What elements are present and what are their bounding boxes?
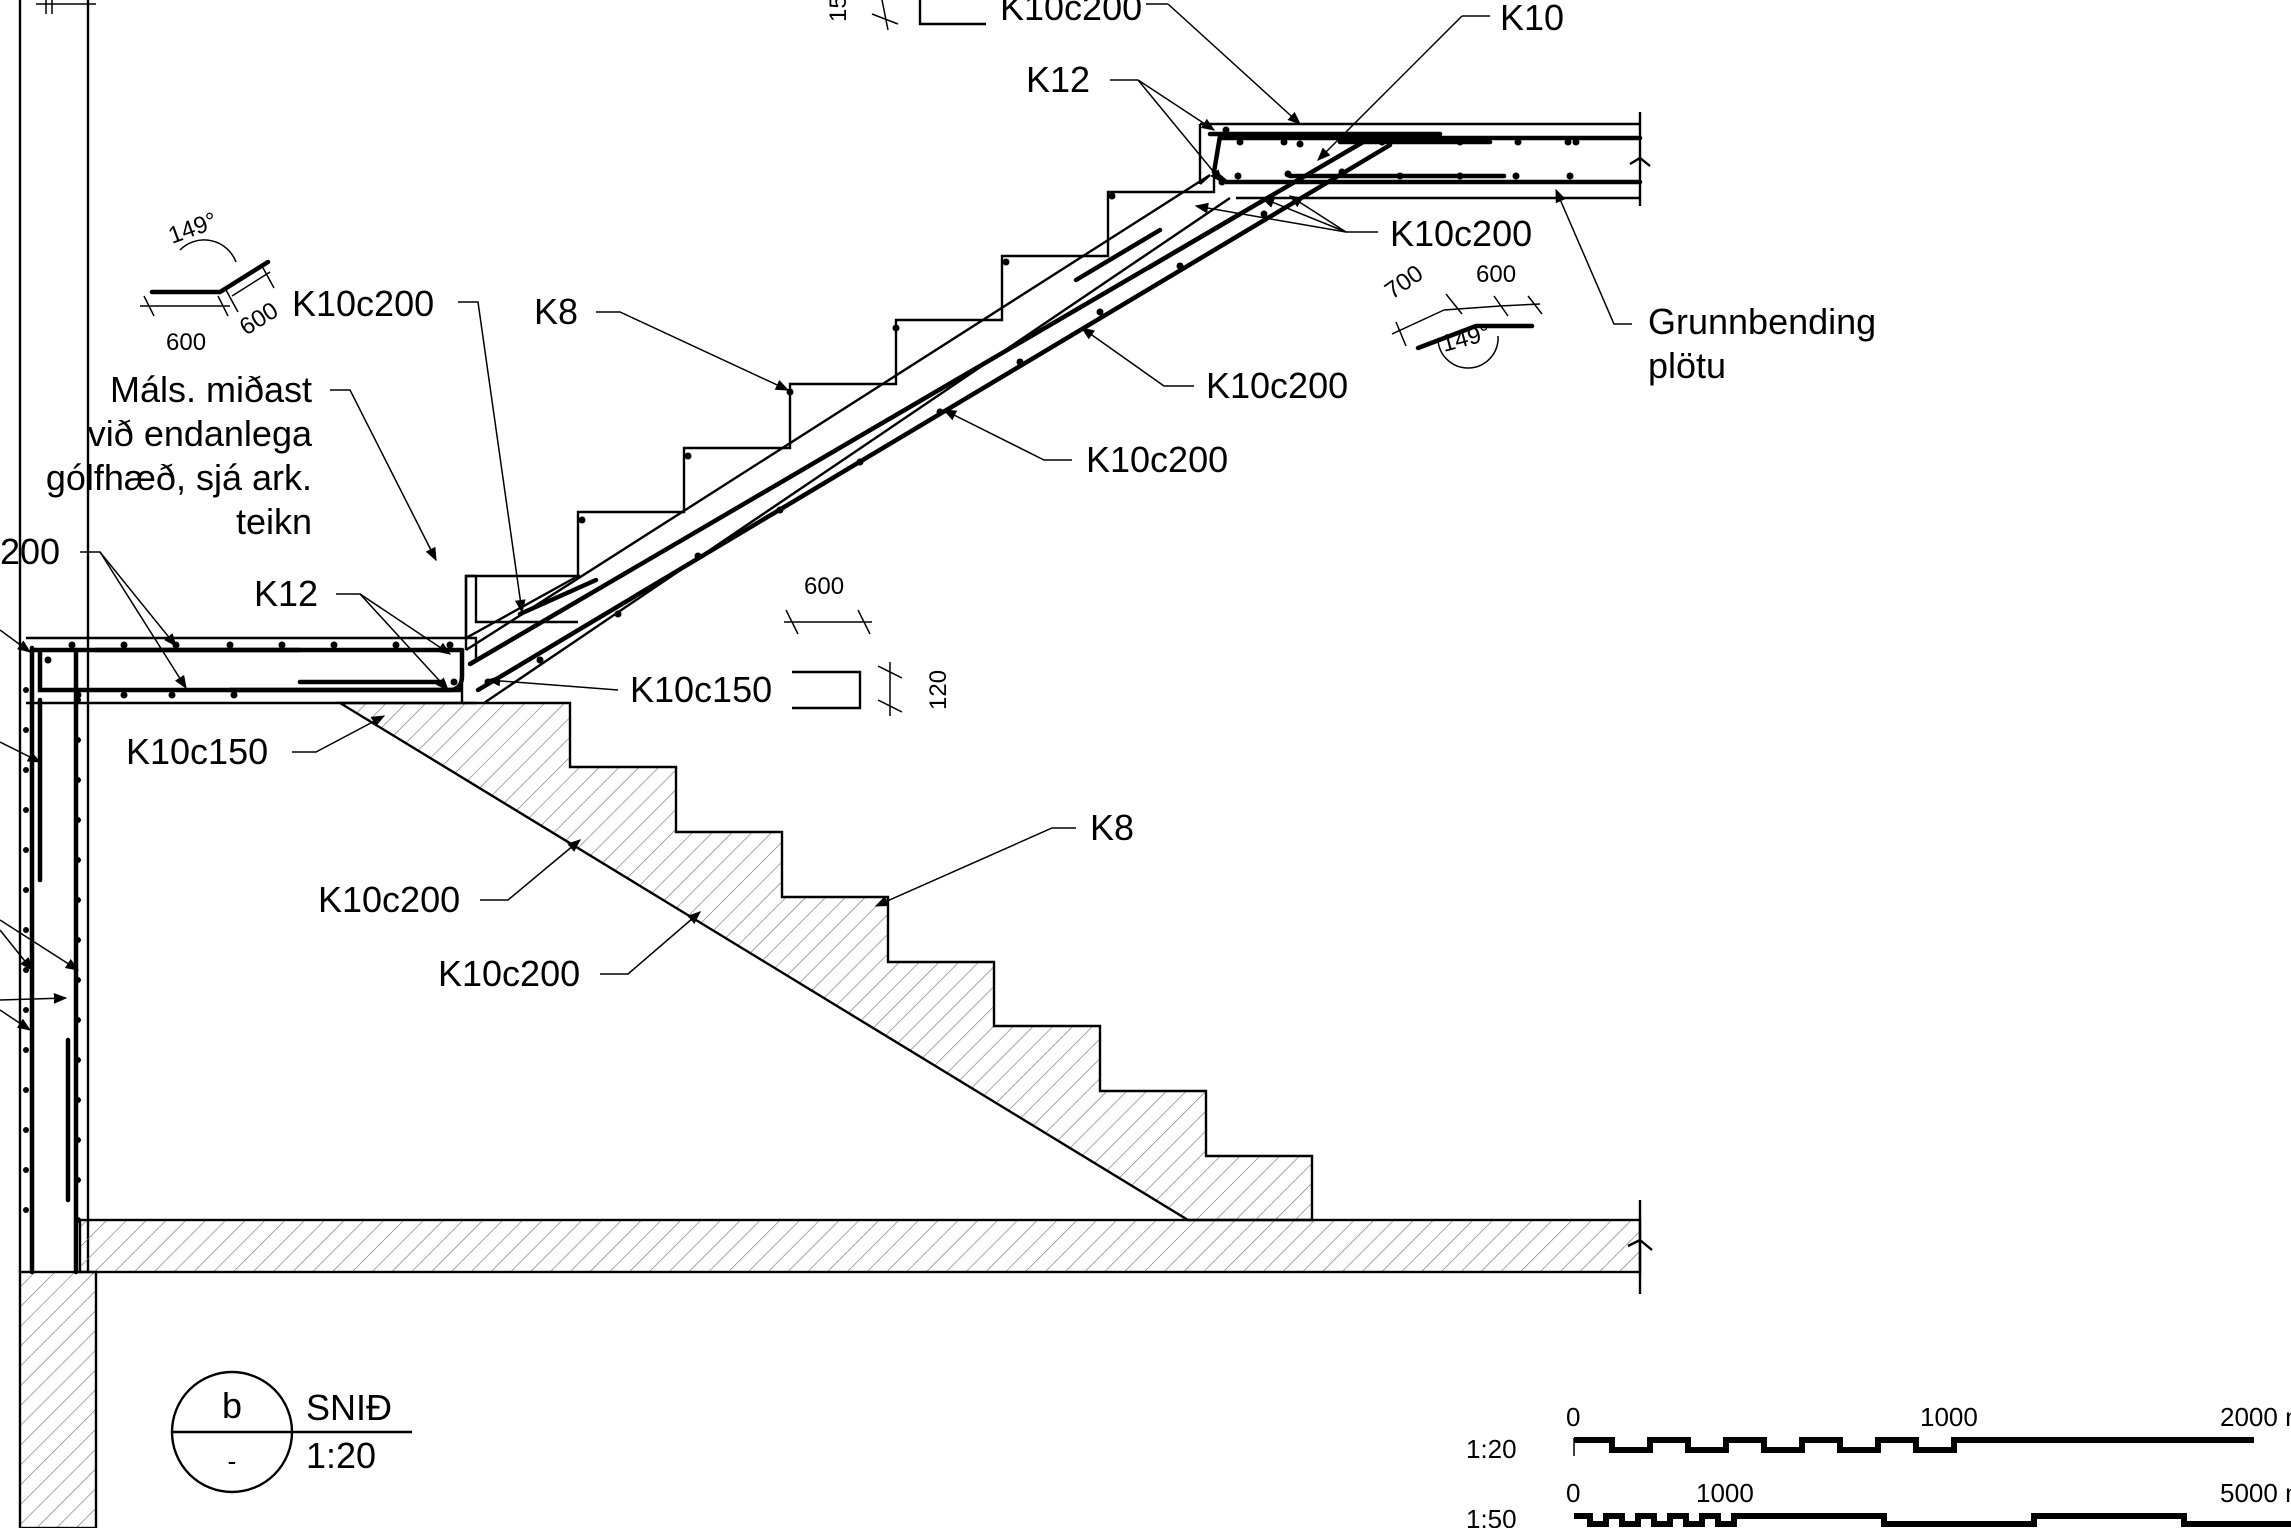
label-k8-lower: K8 <box>1090 807 1134 848</box>
scale-bar-1-20-label: 1:20 <box>1466 1434 1517 1464</box>
section-scale: 1:20 <box>306 1435 376 1476</box>
label-k10c200-top: K10c200 <box>1000 0 1142 28</box>
wall-foundation-hatch <box>18 1270 98 1528</box>
dim-top-15: 15 <box>825 0 852 22</box>
upper-stair-flight <box>464 135 1393 704</box>
scale-bar-1-20-tick-2000: 2000 m <box>2220 1402 2291 1432</box>
section-letter: b <box>222 1385 242 1426</box>
label-k10c200-flight-2: K10c200 <box>1086 439 1228 480</box>
bent-bar-detail-left: 149° 600 600 <box>140 207 283 356</box>
scale-bar-1-20-tick-1000: 1000 <box>1920 1402 1978 1432</box>
note-mals-line3: gólfhæð, sjá ark. <box>46 457 312 498</box>
lower-landing <box>26 636 492 705</box>
label-k10c200-flight-1: K10c200 <box>1206 365 1348 406</box>
section-sheet: - <box>228 1446 237 1476</box>
label-c200-partial: 200 <box>0 531 60 572</box>
label-k10c200-upper-landing: K10c200 <box>1390 213 1532 254</box>
upper-landing <box>1198 112 1651 206</box>
label-k10c150-mid: K10c150 <box>630 669 772 710</box>
label-k12-lower: K12 <box>254 573 318 614</box>
dim-left-angle: 149° <box>165 207 221 249</box>
left-wall <box>0 0 98 1528</box>
lower-stair-flight <box>335 701 1314 1222</box>
scale-bar-1-50-tick-1000: 1000 <box>1696 1478 1754 1508</box>
scale-bar-1-50: 1:50 0 1000 5000 m <box>1466 1478 2291 1528</box>
floor-slab <box>78 1200 1653 1294</box>
label-k10-top: K10 <box>1500 0 1564 38</box>
dim-right-600: 600 <box>1476 261 1516 288</box>
scale-bar-1-50-label: 1:50 <box>1466 1504 1517 1528</box>
dim-stirrup-600: 600 <box>804 573 844 600</box>
scale-bar-1-20: 1:20 0 1000 2000 m <box>1466 1402 2291 1464</box>
note-mals-line1: Máls. miðast <box>110 369 312 410</box>
dim-right-angle: 149° <box>1439 319 1494 358</box>
dim-stirrup-120: 120 <box>925 670 952 710</box>
scale-bar-1-50-tick-0: 0 <box>1566 1478 1580 1508</box>
label-k10c200-lower-1: K10c200 <box>318 879 460 920</box>
label-grunnbending: Grunnbending <box>1648 301 1876 342</box>
note-mals: Máls. miðast við endanlega gólfhæð, sjá … <box>46 369 437 562</box>
scale-bar-1-50-tick-5000: 5000 m <box>2220 1478 2291 1508</box>
dim-left-600-a: 600 <box>166 329 206 356</box>
stirrup-detail: 600 120 <box>784 573 952 716</box>
label-k12-upper: K12 <box>1026 59 1090 100</box>
scale-bar-1-20-tick-0: 0 <box>1566 1402 1580 1432</box>
bent-bar-detail-right: 700 600 149° <box>1380 260 1543 369</box>
section-title: SNIÐ <box>306 1387 392 1428</box>
note-mals-line4: teikn <box>236 501 312 542</box>
label-k8-upper: K8 <box>534 291 578 332</box>
label-k10c150-left: K10c150 <box>126 731 268 772</box>
wall-bar-dots <box>23 687 81 1223</box>
label-k10c200-lower-2: K10c200 <box>438 953 580 994</box>
label-plotu: plötu <box>1648 345 1726 386</box>
dim-left-600-b: 600 <box>235 297 283 341</box>
note-mals-line2: við endanlega <box>88 413 313 454</box>
label-k10c200-left: K10c200 <box>292 283 434 324</box>
dim-right-700: 700 <box>1380 260 1428 305</box>
section-marker: b - SNIÐ 1:20 <box>170 1370 412 1494</box>
